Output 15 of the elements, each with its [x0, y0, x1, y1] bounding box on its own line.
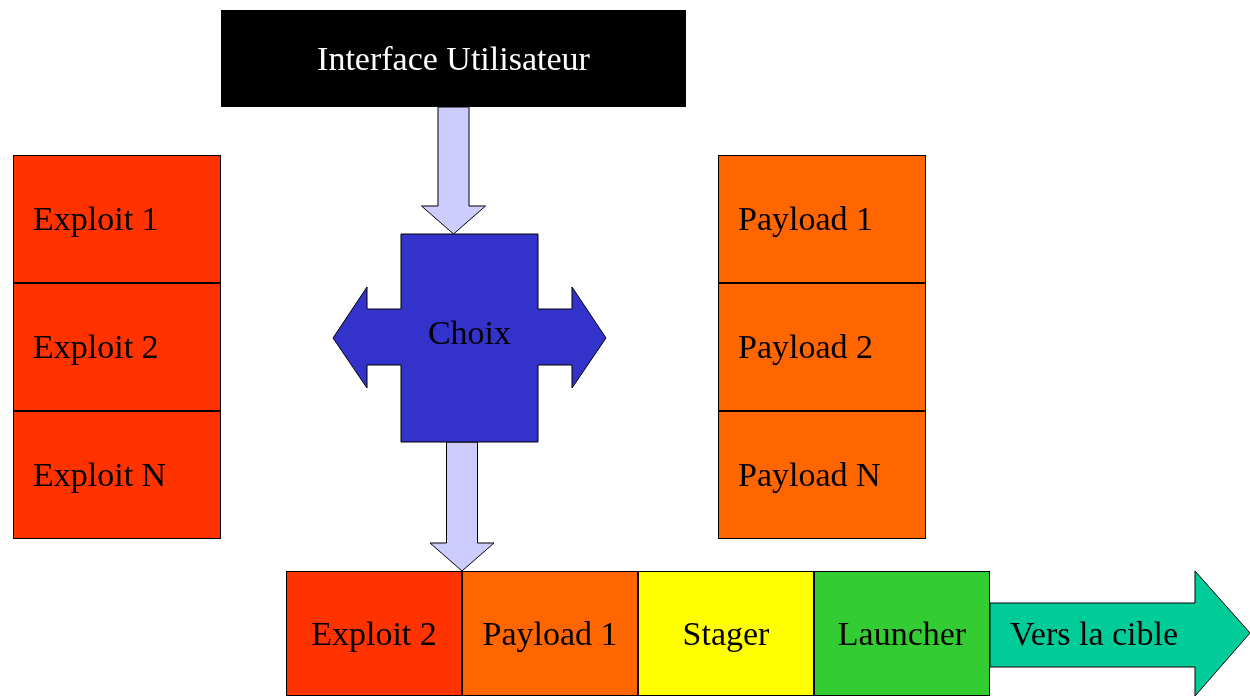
process-box: Interface Utilisateur	[221, 10, 686, 107]
payload-box: Payload 1	[462, 571, 638, 696]
exploit-box: Exploit 1	[13, 155, 221, 283]
block-arrow	[421, 106, 486, 235]
arrow-shaped-box: Vers la cible	[990, 571, 1250, 696]
payload-box: Payload N	[718, 411, 926, 539]
launcher-box: Launcher	[814, 571, 990, 696]
exploit-box: Exploit 2	[13, 283, 221, 411]
choice-cross-arrow: Choix	[333, 234, 606, 442]
stager-box: Stager	[638, 571, 814, 696]
exploit-box: Exploit N	[13, 411, 221, 539]
block-arrow	[429, 441, 495, 572]
payload-box: Payload 1	[718, 155, 926, 283]
exploit-box: Exploit 2	[286, 571, 462, 696]
payload-box: Payload 2	[718, 283, 926, 411]
